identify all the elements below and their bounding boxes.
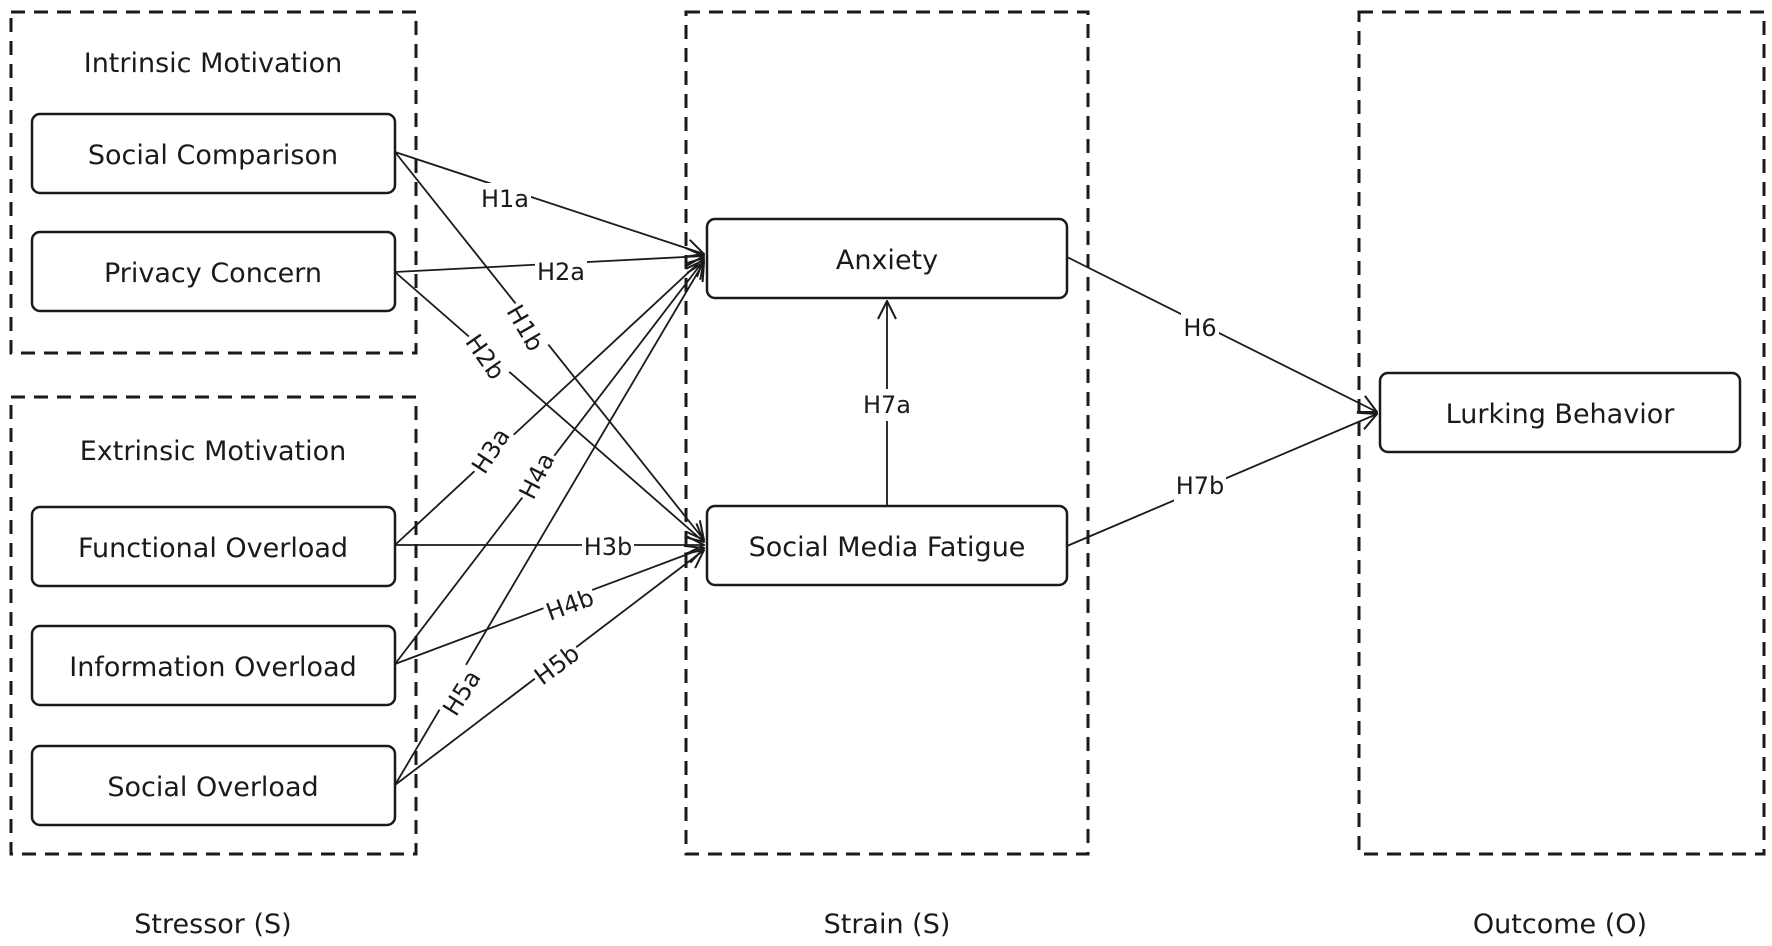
strain-stage-label: Strain (S)	[824, 909, 951, 940]
arrow-h1a	[394, 151, 704, 254]
hypothesis-label-h3b: H3b	[582, 531, 634, 563]
functional-overload-label: Functional Overload	[78, 533, 348, 564]
hypothesis-text-h3b: H3b	[584, 533, 633, 561]
lurking-behavior-label: Lurking Behavior	[1446, 399, 1676, 430]
node-functional-overload: Functional Overload	[30, 505, 397, 588]
privacy-concern-label: Privacy Concern	[104, 258, 322, 289]
hypothesis-label-h1b: H1b	[498, 297, 552, 359]
extrinsic-motivation-group	[9, 395, 418, 856]
hypothesis-label-h1a: H1a	[479, 183, 531, 215]
node-social-comparison: Social Comparison	[30, 112, 397, 195]
social-comparison-label: Social Comparison	[88, 140, 338, 171]
arrow-h3a	[394, 258, 704, 546]
node-social-media-fatigue: Social Media Fatigue	[705, 504, 1069, 587]
hypothesis-label-h7a: H7a	[861, 389, 913, 421]
node-anxiety: Anxiety	[705, 217, 1069, 300]
outcome-group	[1357, 10, 1766, 856]
hypothesis-text-h7a: H7a	[863, 391, 911, 419]
hypothesis-label-h2a: H2a	[535, 256, 587, 288]
anxiety-label: Anxiety	[836, 245, 938, 276]
node-social-overload: Social Overload	[30, 744, 397, 827]
hypothesis-label-h2b: H2b	[456, 326, 514, 388]
social-overload-label: Social Overload	[107, 772, 318, 803]
arrow-h2b	[394, 271, 704, 542]
social-media-fatigue-label: Social Media Fatigue	[749, 532, 1026, 563]
node-information-overload: Information Overload	[30, 624, 397, 707]
hypothesis-label-h4b: H4b	[540, 581, 600, 629]
node-lurking-behavior: Lurking Behavior	[1378, 371, 1742, 454]
arrow-h1b	[394, 151, 704, 540]
hypothesis-label-h7b: H7b	[1174, 470, 1226, 502]
extrinsic-motivation-title: Extrinsic Motivation	[80, 436, 346, 467]
hypothesis-text-h1a: H1a	[481, 185, 529, 213]
hypothesis-text-h6: H6	[1183, 314, 1216, 342]
hypothesis-label-h5a: H5a	[434, 662, 490, 724]
intrinsic-motivation-title: Intrinsic Motivation	[84, 48, 343, 79]
hypothesis-text-h7b: H7b	[1176, 472, 1225, 500]
information-overload-label: Information Overload	[69, 652, 357, 683]
hypothesis-text-h2a: H2a	[537, 258, 585, 286]
hypothesis-label-h5b: H5b	[526, 636, 588, 694]
stressor-stage-label: Stressor (S)	[134, 909, 291, 940]
arrow-h6	[1066, 256, 1377, 412]
node-privacy-concern: Privacy Concern	[30, 230, 397, 313]
hypothesis-label-h6: H6	[1181, 312, 1219, 344]
intrinsic-motivation-group	[9, 10, 418, 355]
outcome-stage-label: Outcome (O)	[1473, 909, 1647, 940]
hypothesis-label-h3a: H3a	[463, 420, 519, 482]
